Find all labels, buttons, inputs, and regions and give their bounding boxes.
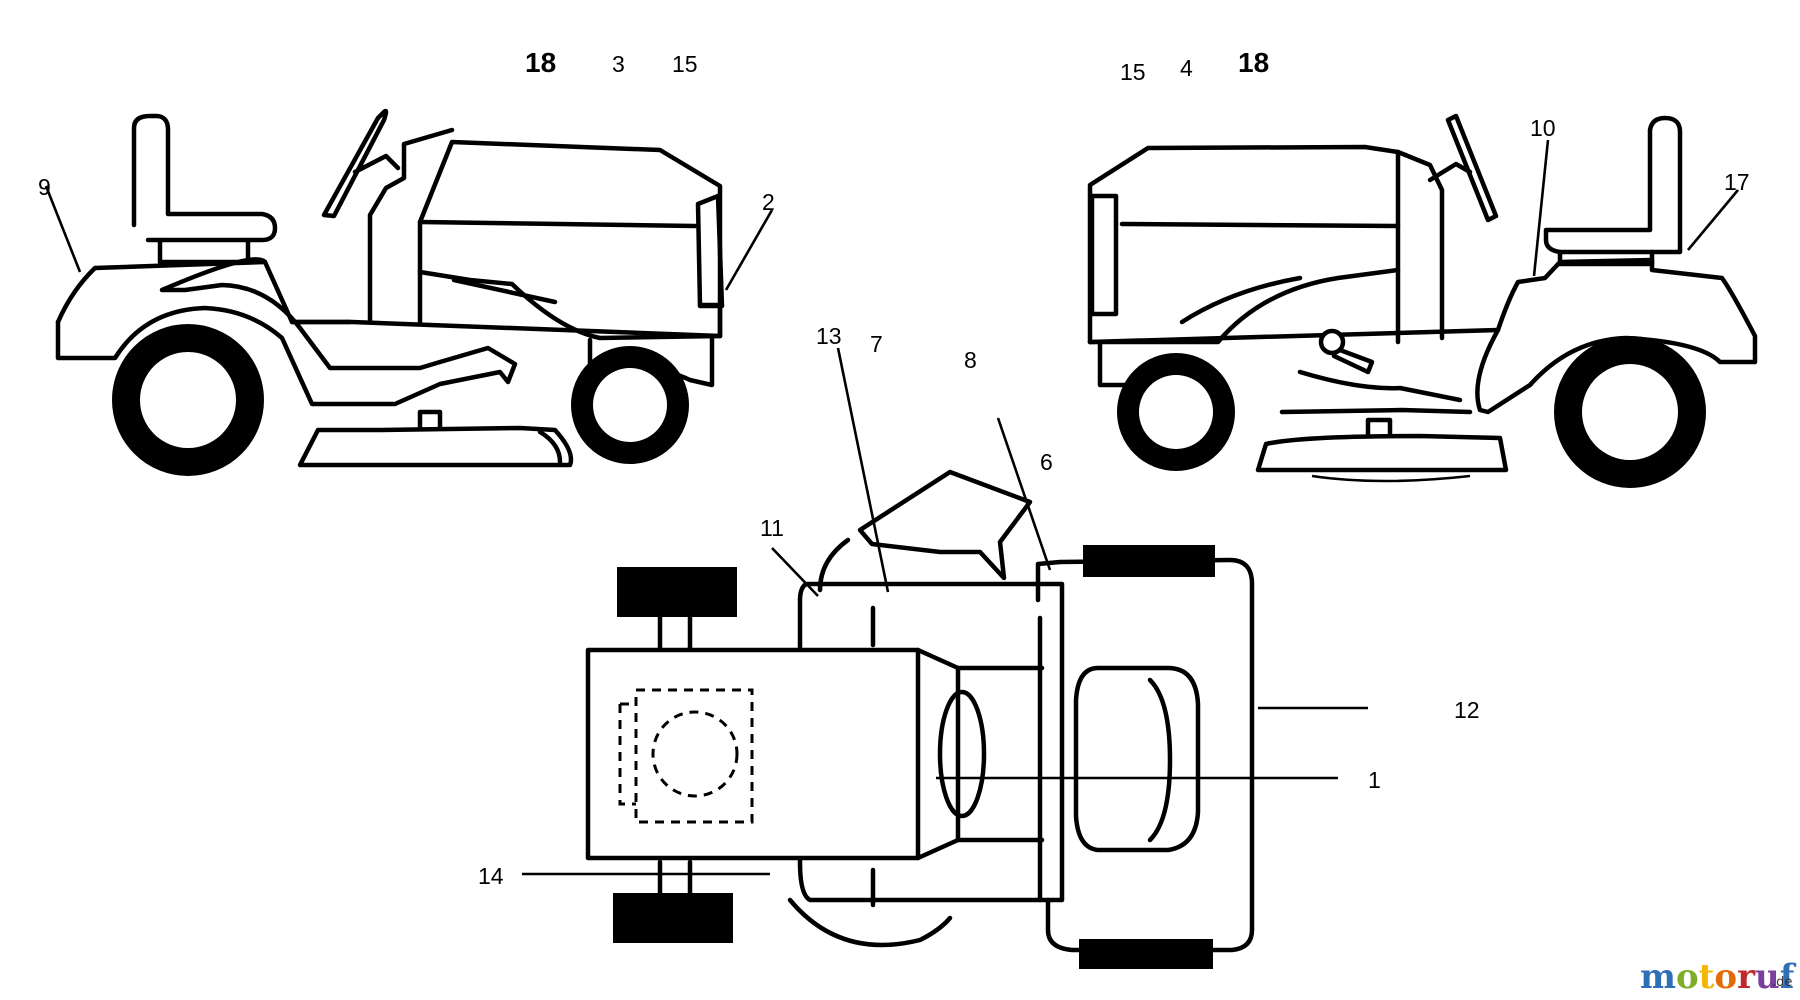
callout-2: 2 [762,189,775,215]
pedal-knob-right [1318,328,1346,356]
dash-left [367,127,455,325]
deck-underside-right [1311,474,1471,483]
steering-column-right [1427,161,1473,183]
wm-letter: m [1640,957,1676,997]
rear-body-left [55,257,518,407]
discharge-chute-top [857,469,1033,581]
seat-left [131,113,278,243]
callout-10: 10 [1530,115,1556,141]
hood-seam-left [417,219,698,229]
leader-9 [44,185,82,273]
steering-wheel-left [321,108,389,219]
rear-wheel-top-lower [613,893,733,943]
callout-17: 17 [1724,169,1750,195]
top-view-tractor [522,347,1368,969]
seat-right [1543,115,1683,255]
callout-1: 1 [1368,767,1381,793]
callout-18-left: 18 [525,47,556,78]
deck-chute-left [537,429,563,465]
right-side-view-tractor [1087,113,1758,488]
callout-15-left: 15 [672,51,698,77]
seat-base-left [157,237,251,265]
hood-outline-left [417,139,723,339]
watermark-suffix: .de [1772,975,1792,990]
watermark-logo: motoruf [1640,957,1797,997]
seat-circle-dashed-top [651,710,739,798]
callout-8: 8 [964,347,977,373]
grille-left [695,193,725,309]
hood-crease-left [451,277,558,305]
neck-sides-top [955,665,1045,843]
deck-arc-bottom [787,897,953,948]
hood-outline-top [1035,557,1255,953]
callout-15-right: 15 [1120,59,1146,85]
grille-top [1073,665,1201,853]
rear-wheel-top-upper [617,567,737,617]
hood-outline-right [1087,144,1401,345]
callout-4-right: 4 [1180,55,1193,81]
callout-14: 14 [478,863,504,889]
front-frame-right [1097,339,1128,388]
deck-mount-left [417,409,443,431]
wm-letter: t [1699,957,1715,997]
callout-labels: 18 3 15 9 2 15 4 18 10 17 13 7 8 6 11 12… [38,47,1750,889]
hood-lower-right [1087,267,1401,345]
deck-link-right [1297,369,1463,403]
leader-10 [1532,139,1550,277]
front-wheel-hub-right [1139,375,1213,449]
wm-letter: f [1780,957,1797,997]
callout-13: 13 [816,323,842,349]
rear-fender-top-left [55,259,268,325]
grille-arc-top [1147,677,1173,843]
hood-seam-right [1119,221,1401,229]
mower-deck-right [1255,433,1509,473]
rear-body-right [1475,257,1758,415]
frame-bottom-right [1279,407,1473,415]
wm-letter: r [1737,957,1756,997]
front-wheel-top-lower [1079,939,1213,969]
front-wheel-hub-left [593,368,667,442]
steering-wheel-right [1445,113,1499,223]
callout-18-right: 18 [1238,47,1269,78]
left-side-view-tractor [44,108,774,476]
neck-top [915,647,961,861]
callout-11: 11 [760,515,784,541]
callout-3-left: 3 [612,51,625,77]
frame-line-right [1087,327,1501,345]
rear-axle-lower [657,859,693,897]
wm-letter: o [1714,957,1737,997]
steering-column-left [352,153,401,175]
callout-12: 12 [1454,697,1480,723]
wm-letter: u [1755,957,1780,997]
hood-crease-right [1179,275,1303,325]
leader-8 [996,417,1052,571]
mower-deck-left [297,425,574,468]
leader-17 [1687,189,1739,251]
wm-letter: o [1676,957,1699,997]
seat-base-right [1557,249,1655,267]
hood-lower-left [417,269,723,341]
steering-wheel-top [937,689,987,819]
leader-11 [771,547,819,597]
leader-13 [836,347,890,593]
leader-2 [724,209,774,291]
rear-wheel-hub-right [1582,364,1678,460]
frame-line-left [289,302,723,339]
rear-wheel-hub-left [140,352,236,448]
dash-right [1395,149,1445,341]
rear-axle-upper [657,613,693,653]
seat-outline-dashed-top [618,688,754,824]
grille-right [1089,193,1119,317]
callout-6: 6 [1040,449,1053,475]
body-panel-top [797,581,1065,903]
pedal-arm-right [1331,347,1375,375]
callout-7: 7 [870,331,883,357]
callout-9: 9 [38,174,51,200]
deck-mount-right [1365,417,1393,439]
